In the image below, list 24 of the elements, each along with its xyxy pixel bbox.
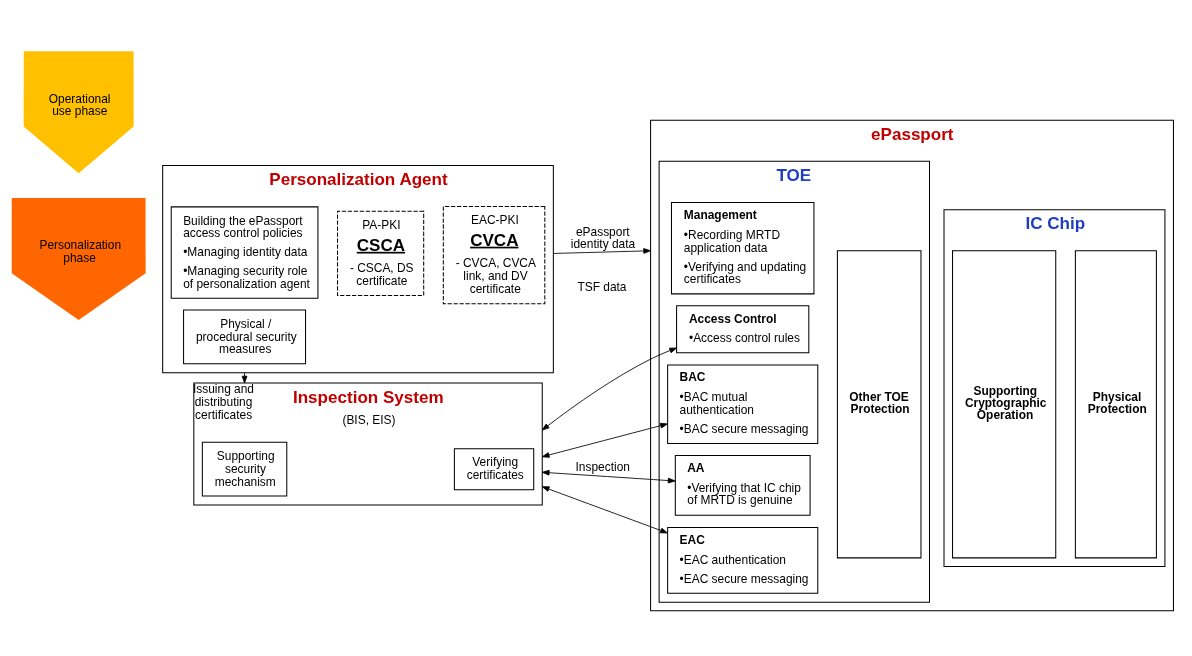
node-box: Physical Protection xyxy=(1074,250,1157,559)
edge-label: ePassport identity data xyxy=(570,224,636,252)
node-box: AA •Verifying that IC chip of MRTD is genuine xyxy=(674,455,811,516)
node-box: Other TOE Protection xyxy=(836,250,922,559)
arrow xyxy=(541,486,668,534)
arrow xyxy=(241,372,248,384)
node-box: PA-PKI CSCA - CSCA, DS certificate xyxy=(337,210,425,297)
arrow xyxy=(541,422,668,458)
node-box: Verifying certificates xyxy=(453,448,535,491)
arrow xyxy=(552,248,651,254)
node-box: Physical / procedural security measures xyxy=(183,309,307,365)
edge-label: Inspection xyxy=(575,460,630,475)
arrow xyxy=(541,469,676,484)
arrow xyxy=(541,347,677,431)
node-box: Building the ePassport access control policies •Managing identity data •Managing security role of personalization agent xyxy=(170,206,319,299)
node-box: Supporting security mechanism xyxy=(201,441,288,497)
label: TSF data xyxy=(577,279,627,294)
node-box: EAC-PKI CVCA - CVCA, CVCA link, and DV certificate xyxy=(442,205,546,305)
node-box: Access Control •Access control rules xyxy=(676,305,810,354)
edge-label: Issuing and distributing certificates xyxy=(192,382,255,423)
node-box: BAC •BAC mutual authentication •BAC secure messaging xyxy=(667,364,819,445)
node-box: EAC •EAC authentication •EAC secure messaging xyxy=(667,527,819,594)
node-box: Supporting Cryptographic Operation xyxy=(952,250,1057,559)
node-box: Management •Recording MRTD application data •Verifying and updating certificates xyxy=(670,202,815,295)
